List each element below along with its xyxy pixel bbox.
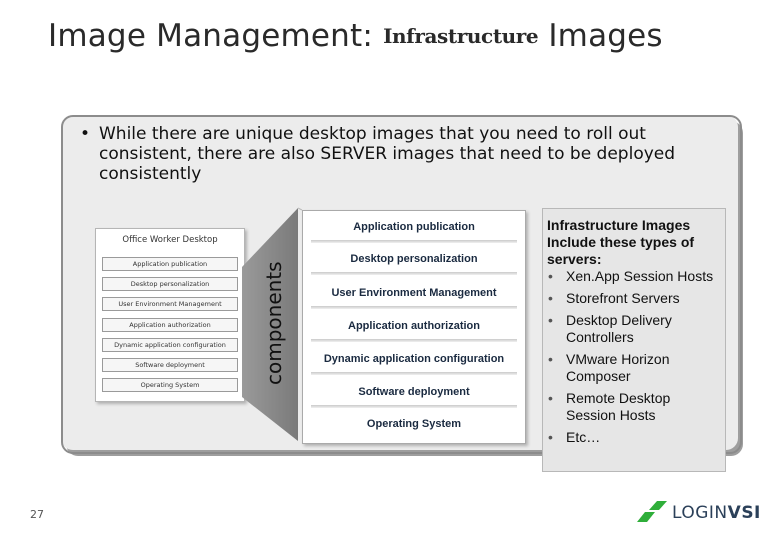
office-worker-title: Office Worker Desktop [122, 235, 218, 245]
logo-text-vsi: VSI [727, 503, 761, 523]
bullet-dot: • [548, 390, 553, 406]
owd-row: Dynamic application configuration [102, 338, 238, 352]
office-worker-desktop-panel: Office Worker Desktop Application public… [95, 228, 245, 402]
main-bullet: • While there are unique desktop images … [80, 124, 710, 184]
list-item: • VMware Horizon Composer [547, 351, 723, 385]
list-item-text: Desktop Delivery Controllers [566, 312, 672, 345]
owd-row: Application authorization [102, 318, 238, 332]
bullet-dot: • [548, 429, 553, 445]
owd-row: Desktop personalization [102, 277, 238, 291]
funnel-shape [242, 208, 298, 441]
sidebar-list: • Xen.App Session Hosts • Storefront Serve… [547, 268, 723, 451]
list-item: • Storefront Servers [547, 290, 723, 307]
content-frame-border [61, 115, 742, 454]
list-item: • Desktop Delivery Controllers [547, 312, 723, 346]
components-label: components [262, 261, 286, 385]
stack-row: Software deployment [303, 378, 525, 408]
owd-row: User Environment Management [102, 297, 238, 311]
slide-title: Image Management: Infrastructure Images [48, 18, 663, 54]
component-stack: Application publication Desktop personal… [302, 210, 526, 444]
owd-row: Application publication [102, 257, 238, 271]
page-number: 27 [30, 508, 44, 521]
logo-bar-lower [637, 512, 655, 522]
list-item: • Etc… [547, 429, 723, 446]
loginvsi-logo-icon [637, 501, 667, 522]
stack-row: Operating System [366, 418, 462, 430]
bullet-dot: • [548, 312, 553, 328]
title-prefix: Image Management: [48, 18, 373, 54]
logo-wordmark: LOGINVSI [672, 503, 761, 523]
bullet-dot: • [548, 351, 553, 367]
stack-row: Desktop personalization [303, 245, 525, 275]
owd-row: Software deployment [102, 358, 238, 372]
title-middle: Infrastructure [383, 24, 539, 48]
list-item: • Remote Desktop Session Hosts [547, 390, 723, 424]
title-suffix: Images [548, 18, 663, 54]
owd-row: Operating System [102, 378, 238, 392]
list-item-text: VMware Horizon Composer [566, 351, 670, 384]
bullet-dot: • [80, 124, 91, 144]
list-item-text: Storefront Servers [566, 290, 680, 306]
logo-text-login: LOGIN [672, 503, 728, 523]
sidebar-heading: Infrastructure Images Include these type… [547, 217, 695, 267]
stack-row: Application authorization [303, 312, 525, 342]
list-item: • Xen.App Session Hosts [547, 268, 723, 285]
bullet-dot: • [548, 268, 553, 284]
funnel-edge [297, 207, 303, 211]
list-item-text: Xen.App Session Hosts [566, 268, 714, 284]
funnel-graphic [242, 207, 303, 441]
infrastructure-sidebar: Infrastructure Images Include these type… [542, 208, 726, 472]
list-item-text: Remote Desktop Session Hosts [566, 390, 671, 423]
logo-bar-upper [649, 501, 667, 510]
main-bullet-text: While there are unique desktop images th… [99, 124, 676, 184]
bullet-dot: • [548, 290, 553, 306]
stack-row: User Environment Management [303, 279, 525, 309]
stack-row: Dynamic application configuration [303, 345, 525, 375]
list-item-text: Etc… [566, 429, 601, 445]
stack-row: Application publication [303, 213, 525, 243]
